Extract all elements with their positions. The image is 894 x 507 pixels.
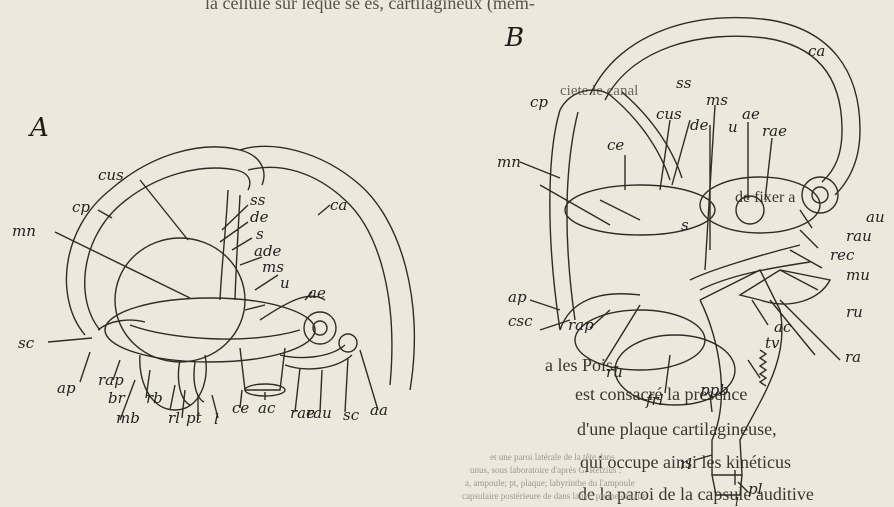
label-au: au [866,210,885,225]
label-pl: pl [748,482,762,497]
label-pt: pt [186,411,202,426]
label-s: s [256,227,264,242]
label-u: u [728,120,738,135]
label-cp: cp [72,200,90,215]
label-ru-lower: ru [606,365,623,380]
label-br: br [108,391,125,406]
label-rec: rec [830,248,854,263]
label-de: de [690,118,708,133]
label-tv: tv [765,336,780,351]
label-ss: ss [676,76,691,91]
label-frl: frl [646,393,664,408]
label-rl: rl [168,411,180,426]
label-ade: ade [254,244,281,259]
label-rau: rau [306,406,332,421]
label-l: l [214,412,219,427]
figure-b-title: B [505,23,524,53]
label-cp: cp [530,95,548,110]
label-ss: ss [250,193,265,208]
label-ap: ap [57,381,76,396]
label-ce: ce [607,138,624,153]
label-aa: aa [370,403,388,418]
label-rb: rb [146,391,163,406]
label-ae: ae [308,286,326,301]
label-mn: mn [497,155,521,170]
label-ac: ac [774,320,791,335]
label-ppb: ppb [700,383,729,398]
label-u: u [280,276,290,291]
label-ap: ap [508,290,527,305]
label-rl: rl [680,457,692,472]
label-de: de [250,210,268,225]
label-ca: ca [330,198,347,213]
label-ac: ac [258,401,275,416]
label-cus: cus [98,168,124,183]
label-rae: rae [762,124,787,139]
label-ru: ru [846,305,863,320]
label-mu: mu [846,268,870,283]
label-rap: rap [568,318,594,333]
label-rau: rau [846,229,872,244]
label-ms: ms [706,93,728,108]
label-s: s [681,218,689,233]
label-ra: ra [845,350,861,365]
label-sc: sc [18,336,34,351]
label-ce: ce [232,401,249,416]
label-sc-lower: sc [343,408,359,423]
label-ae: ae [742,107,760,122]
label-mb: mb [116,411,140,426]
label-rap: rap [98,373,124,388]
label-l: l [735,496,739,507]
label-ms: ms [262,260,284,275]
label-mn: mn [12,224,36,239]
figure-a-title: A [30,113,49,143]
label-ca: ca [808,44,825,59]
label-cus: cus [656,107,682,122]
label-csc: csc [508,314,533,329]
